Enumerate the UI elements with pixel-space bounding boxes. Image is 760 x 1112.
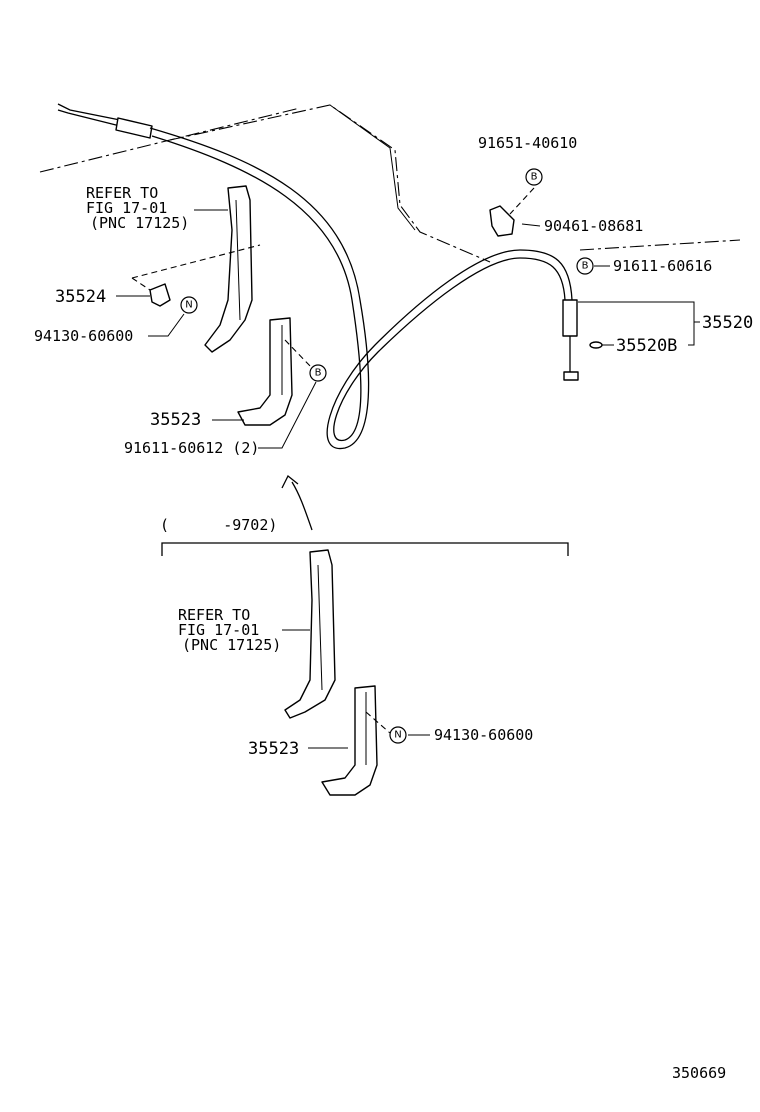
callout-90461-08681: 90461-08681 [544,217,643,235]
figure-number: 350669 [672,1064,726,1082]
callout-94130-60600-bottom: 94130-60600 [434,726,533,744]
svg-text:B: B [582,261,589,272]
callout-35520: 35520 [702,313,753,333]
refer-line-2-bottom: FIG 17-01 [178,621,259,639]
svg-text:N: N [394,730,401,741]
badge-b-91611-612: B [309,364,327,382]
leader-lines [116,209,700,749]
callout-91651-40610: 91651-40610 [478,134,577,152]
refer-line-2-top: FIG 17-01 [86,199,167,217]
callout-91611-60616: 91611-60616 [613,257,712,275]
variant-bracket [161,542,569,556]
svg-text:N: N [185,300,192,311]
cable-clamp [489,187,535,237]
callout-35523-top: 35523 [150,410,201,430]
variant-label: ( -9702) [160,516,277,534]
refer-line-3-top: (PNC 17125) [90,214,189,232]
callout-35520B: 35520B [616,336,677,356]
upper-lever-assembly [131,185,313,426]
callout-91611-60612: 91611-60612 (2) [124,439,259,457]
variant-arrow [281,474,313,531]
badge-n-94130-bottom: N [389,726,407,744]
refer-line-1-bottom: REFER TO [178,606,250,624]
release-cable [57,103,603,450]
callout-35523-bottom: 35523 [248,739,299,759]
refer-line-3-bottom: (PNC 17125) [182,636,281,654]
lower-lever-assembly [284,549,391,796]
callout-35524: 35524 [55,287,106,307]
badge-b-91651: B [525,168,543,186]
body-outline [39,104,741,263]
svg-text:B: B [531,172,538,183]
badge-n-94130-top: N [180,296,198,314]
badge-b-91611-616: B [576,257,594,275]
refer-line-1-top: REFER TO [86,184,158,202]
callout-94130-60600-top: 94130-60600 [34,327,133,345]
svg-text:B: B [315,368,322,379]
